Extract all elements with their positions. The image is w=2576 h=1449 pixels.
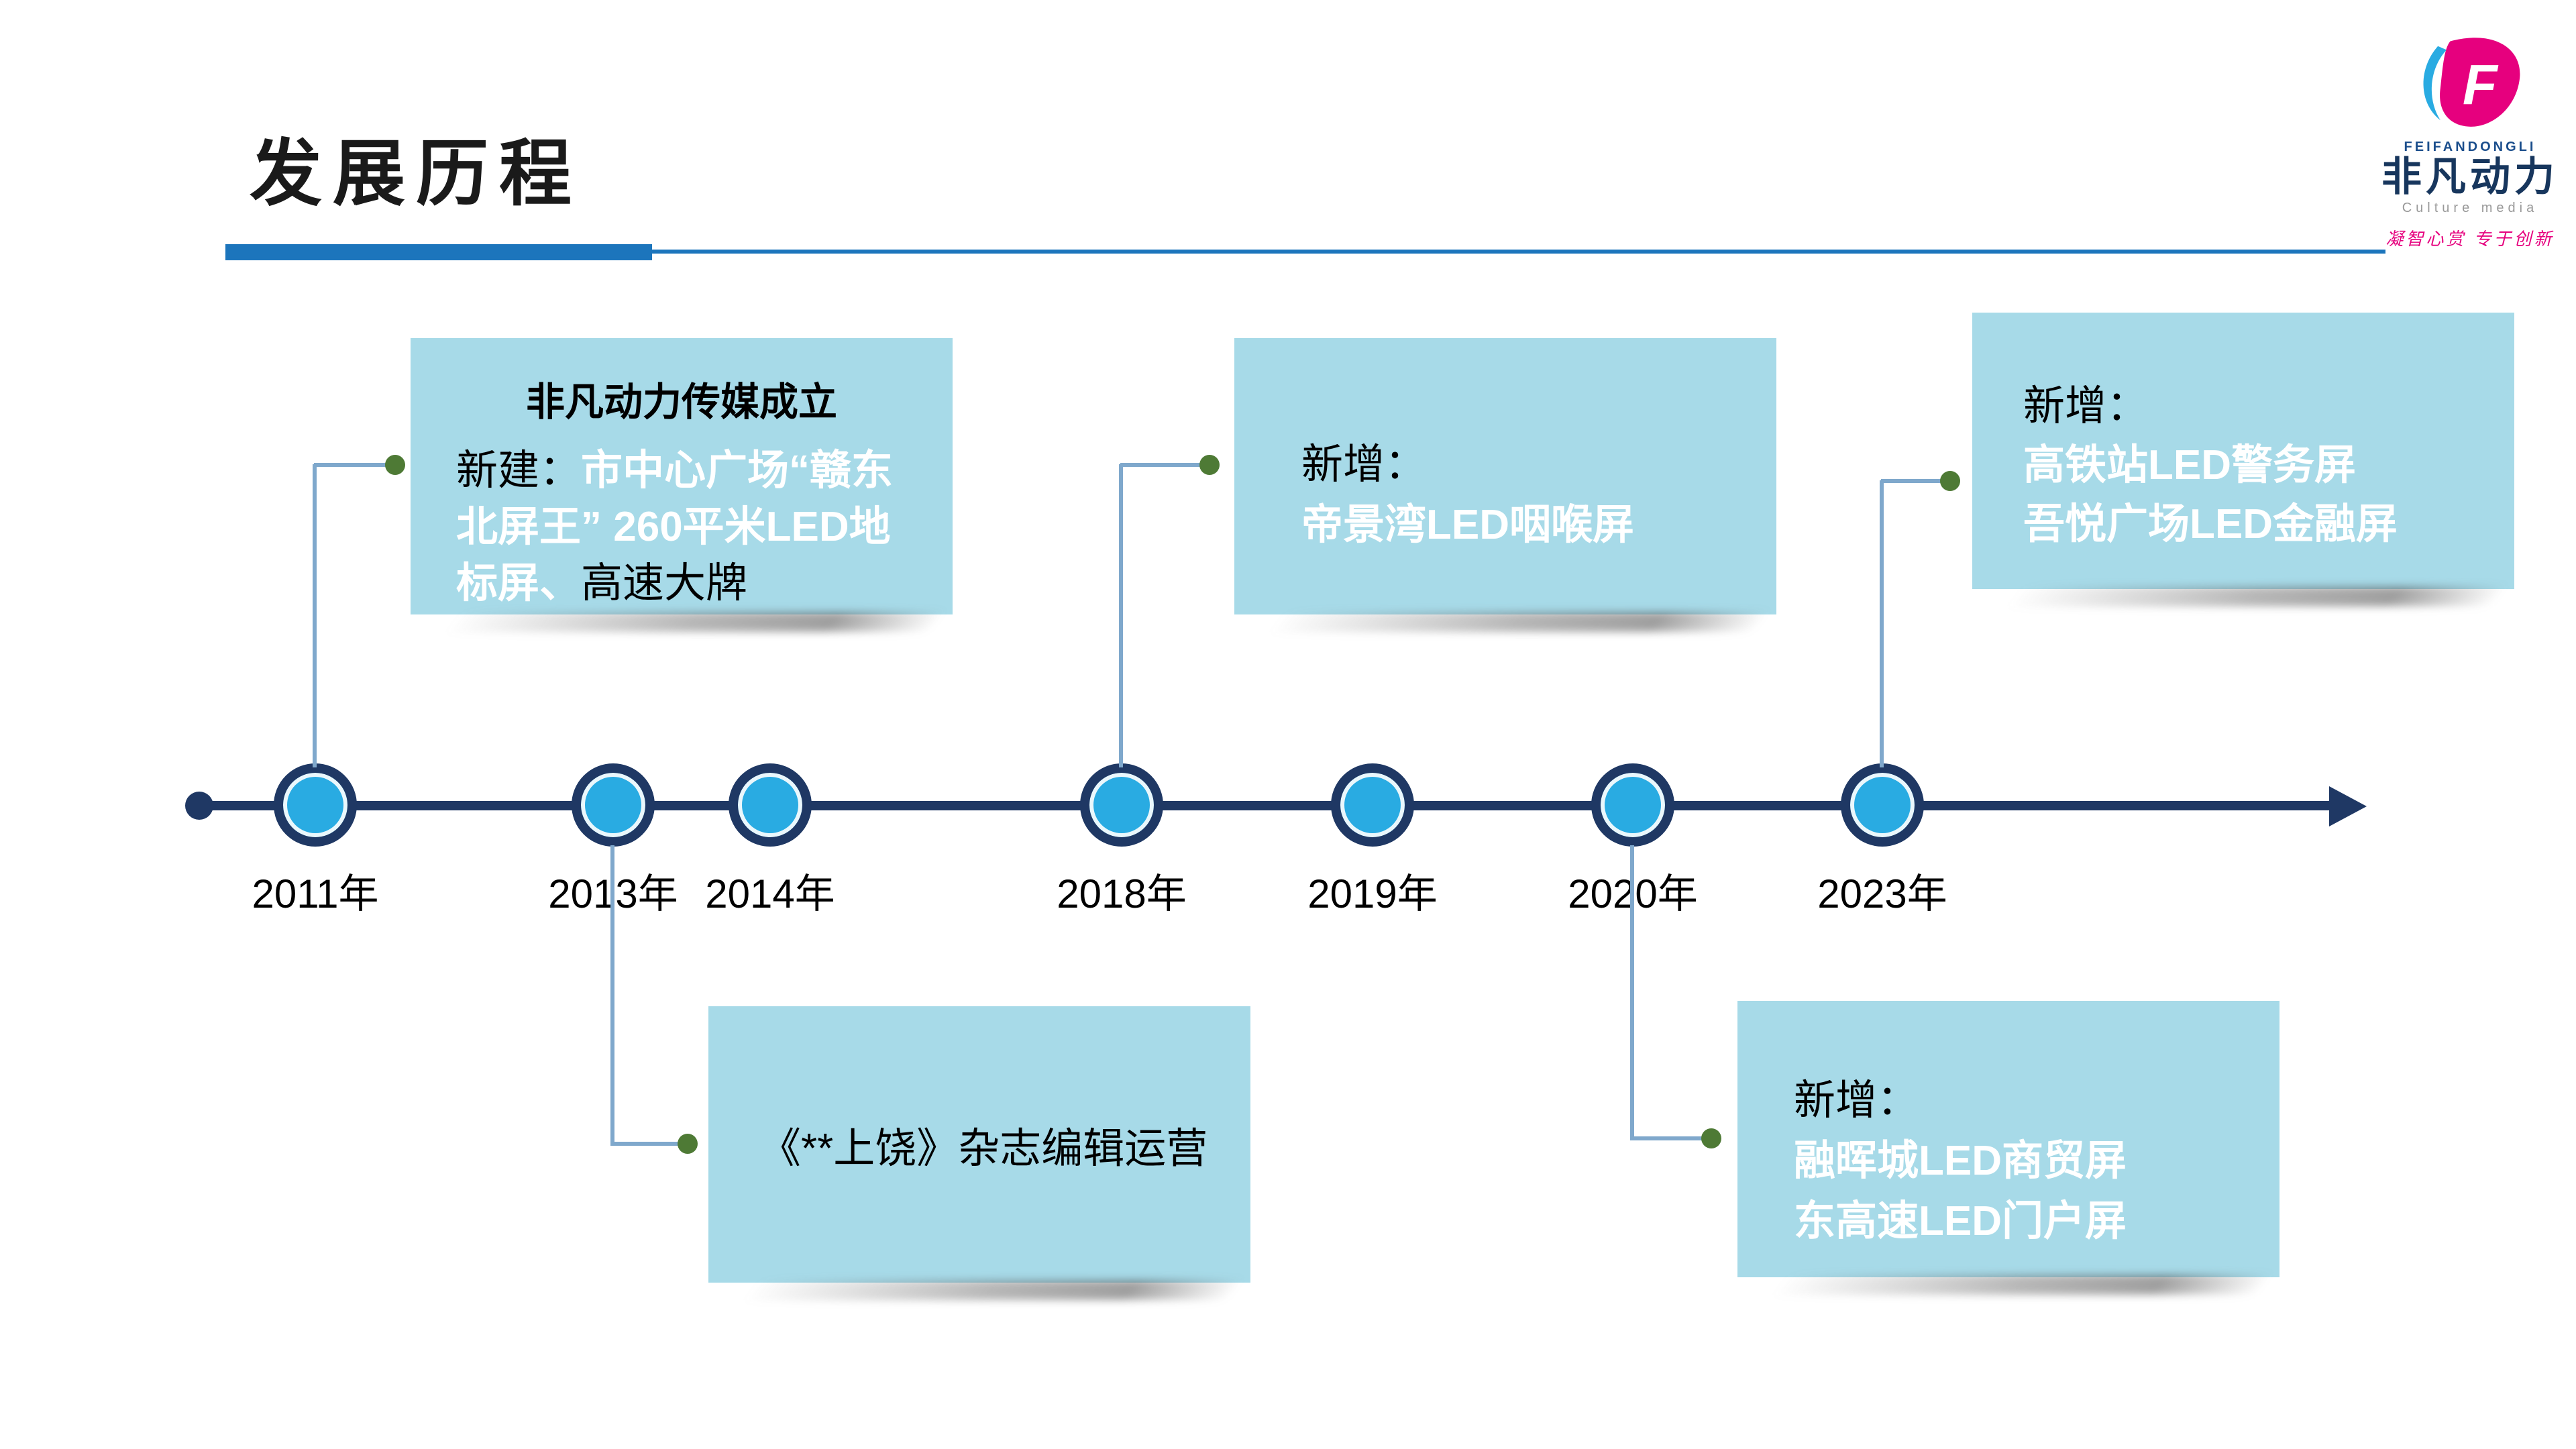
year-label-2023: 2023年 — [1817, 871, 1947, 916]
page-title: 发展历程 — [250, 133, 583, 214]
logo-mark-icon: F — [2423, 38, 2520, 127]
callout-2020-body: 新增： 融晖城LED商贸屏 东高速LED门户屏 — [1737, 1001, 2279, 1252]
logo: F FEIFANDONGLI 非凡动力 Culture media 凝智心赏 专… — [2356, 30, 2576, 250]
logo-name-en: FEIFANDONGLI — [2404, 140, 2536, 154]
callout-2013: 《**上饶》杂志编辑运营 — [708, 1006, 1250, 1283]
timeline-node-2023 — [1841, 763, 1924, 847]
connector-2020-vertical — [1630, 845, 1634, 1140]
callout-2018-prefix: 新增： — [1301, 441, 1427, 488]
callout-2013-text: 《**上饶》杂志编辑运营 — [759, 1126, 1208, 1172]
year-label-2011: 2011年 — [252, 871, 379, 916]
svg-text:F: F — [2463, 52, 2499, 116]
callout-2011-heading: 非凡动力传媒成立 — [525, 380, 837, 424]
connector-2011-dot — [385, 455, 405, 475]
callout-2018: 新增： 帝景湾LED咽喉屏 — [1234, 338, 1776, 614]
callout-2023-line1: 高铁站LED警务屏 — [2023, 442, 2357, 488]
timeline-start-dot — [185, 792, 213, 820]
connector-2018-vertical — [1119, 464, 1123, 767]
callout-2018-line1: 帝景湾LED咽喉屏 — [1301, 502, 1635, 548]
logo-subtitle: Culture media — [2402, 201, 2538, 215]
callout-2018-body: 新增： 帝景湾LED咽喉屏 — [1234, 338, 1776, 555]
year-label-2014: 2014年 — [705, 871, 835, 916]
title-underline — [652, 250, 2385, 254]
timeline-node-2018 — [1080, 763, 1163, 847]
callout-2011-highlight: 市中心广场“赣东北屏王” 260平米LED地标屏、 — [456, 447, 894, 606]
callout-2023-prefix: 新增： — [2023, 383, 2149, 429]
callout-2023-line2: 吾悦广场LED金融屏 — [2023, 501, 2398, 547]
connector-2020-dot — [1701, 1128, 1721, 1148]
timeline-node-2011 — [274, 763, 357, 847]
connector-2023-vertical — [1880, 480, 1884, 767]
callout-2020-line1: 融晖城LED商贸屏 — [1794, 1138, 2127, 1184]
connector-2011-horizontal — [314, 463, 392, 467]
logo-name-cn: 非凡动力 — [2381, 154, 2559, 199]
connector-2020-horizontal — [1631, 1136, 1709, 1140]
timeline-arrowhead-icon — [2329, 786, 2367, 826]
timeline-axis — [201, 801, 2332, 810]
callout-2020: 新增： 融晖城LED商贸屏 东高速LED门户屏 — [1737, 1001, 2279, 1277]
callout-2011-suffix: 高速大牌 — [581, 560, 748, 606]
connector-2018-horizontal — [1120, 463, 1206, 467]
title-underline-accent — [225, 244, 652, 260]
connector-2011-vertical — [313, 464, 317, 767]
timeline-node-2019 — [1331, 763, 1414, 847]
connector-2023-horizontal — [1881, 479, 1948, 483]
connector-2023-dot — [1940, 471, 1960, 491]
timeline-node-2020 — [1591, 763, 1674, 847]
callout-2011: 非凡动力传媒成立 新建：市中心广场“赣东北屏王” 260平米LED地标屏、高速大… — [411, 338, 953, 614]
callout-2011-body: 新建：市中心广场“赣东北屏王” 260平米LED地标屏、高速大牌 — [456, 443, 907, 612]
connector-2013-vertical — [610, 845, 614, 1146]
callout-2023-body: 新增： 高铁站LED警务屏 吾悦广场LED金融屏 — [1972, 313, 2514, 554]
callout-2013-body: 《**上饶》杂志编辑运营 — [708, 1006, 1250, 1283]
callout-2020-prefix: 新增： — [1794, 1077, 1919, 1124]
connector-2013-horizontal — [612, 1142, 686, 1146]
callout-2011-prefix: 新建： — [456, 447, 582, 494]
connector-2013-dot — [678, 1134, 698, 1154]
logo-tagline: 凝智心赏 专于创新 — [2385, 229, 2555, 249]
year-label-2019: 2019年 — [1307, 871, 1438, 916]
callout-2020-line2: 东高速LED门户屏 — [1794, 1198, 2127, 1244]
timeline-node-2014 — [729, 763, 812, 847]
connector-2018-dot — [1199, 455, 1220, 475]
year-label-2018: 2018年 — [1057, 871, 1187, 916]
callout-2023: 新增： 高铁站LED警务屏 吾悦广场LED金融屏 — [1972, 313, 2514, 589]
timeline-node-2013 — [572, 763, 655, 847]
